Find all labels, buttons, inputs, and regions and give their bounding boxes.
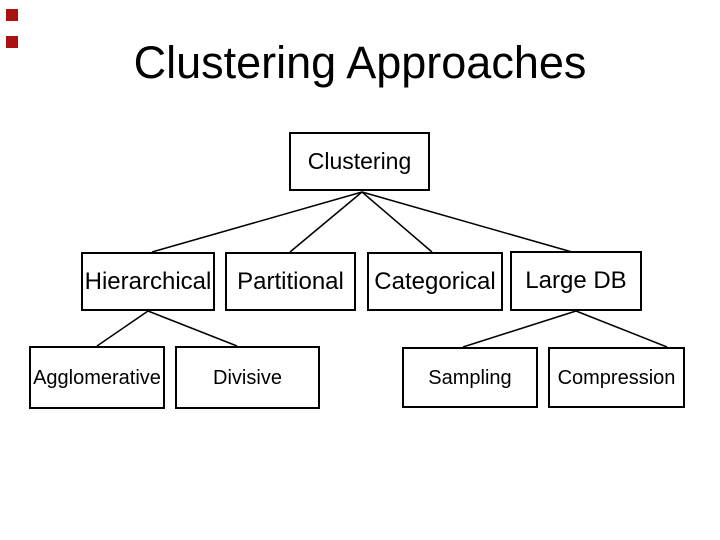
connector-hierarchical-agglomerative bbox=[96, 310, 149, 347]
connector-largedb-sampling bbox=[462, 310, 577, 348]
node-clustering: Clustering bbox=[289, 132, 430, 191]
connector-clustering-categorical bbox=[361, 191, 433, 253]
node-compression: Compression bbox=[548, 347, 685, 408]
connector-largedb-compression bbox=[575, 310, 668, 348]
node-sampling: Sampling bbox=[402, 347, 538, 408]
connector-hierarchical-divisive bbox=[147, 310, 238, 347]
node-categorical: Categorical bbox=[367, 252, 503, 311]
connector-clustering-hierarchical bbox=[151, 191, 363, 253]
node-partitional: Partitional bbox=[225, 252, 356, 311]
red-square-decoration-top bbox=[6, 9, 18, 21]
node-agglomerative: Agglomerative bbox=[29, 346, 165, 409]
node-hierarchical: Hierarchical bbox=[81, 252, 215, 311]
connector-clustering-partitional bbox=[289, 191, 363, 253]
node-divisive: Divisive bbox=[175, 346, 320, 409]
slide-title: Clustering Approaches bbox=[133, 37, 587, 88]
connector-clustering-largedb bbox=[361, 191, 573, 253]
node-large-db: Large DB bbox=[510, 251, 642, 311]
red-square-decoration-bottom bbox=[6, 36, 18, 48]
